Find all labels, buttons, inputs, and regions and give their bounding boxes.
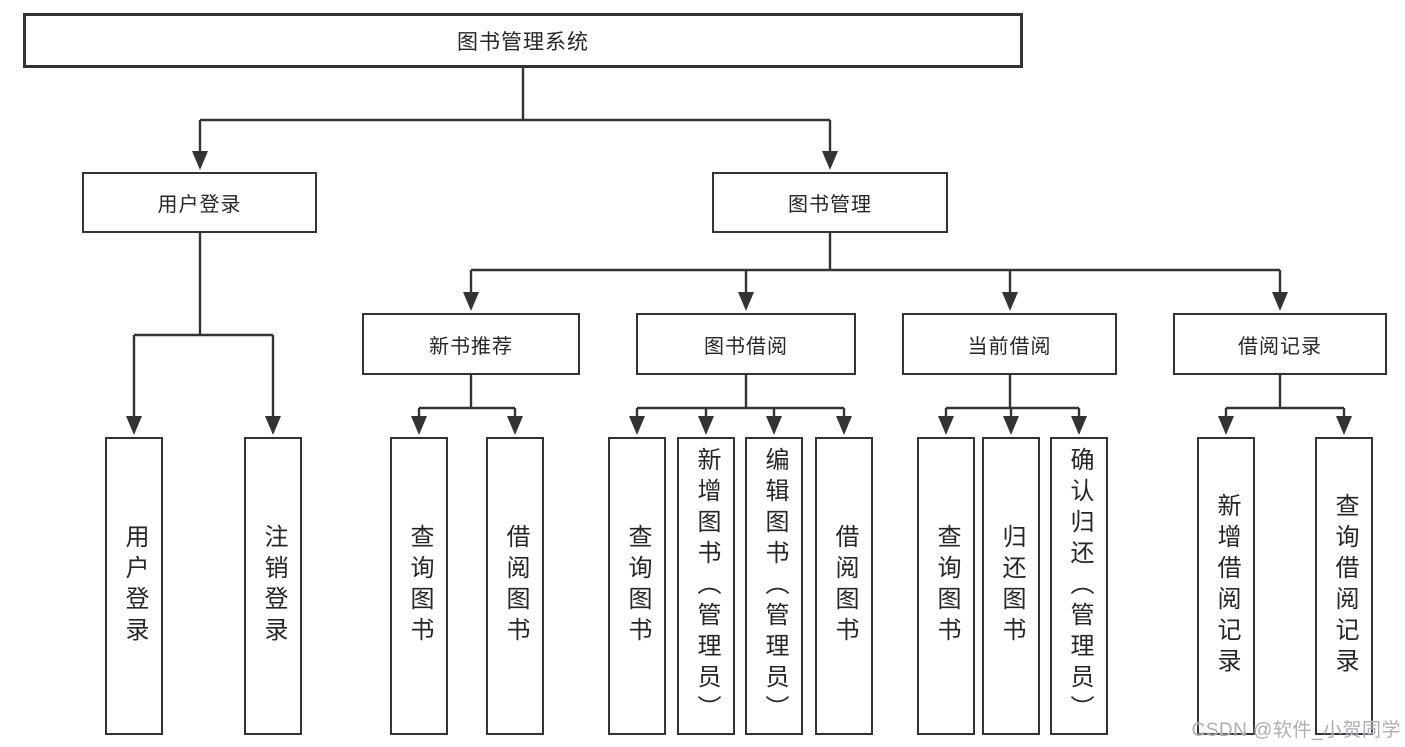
node-library-management-system: 图书管理系统 (23, 13, 1023, 68)
leaf-query-borrow-record: 查询借阅记录 (1315, 437, 1373, 735)
leaf-add-borrow-record: 新增借阅记录 (1197, 437, 1255, 735)
leaf-borrow-books: 借阅图书 (815, 437, 873, 735)
node-book-management: 图书管理 (712, 172, 948, 233)
node-current-borrowing: 当前借阅 (902, 313, 1117, 375)
leaf-borrow-books-recommend: 借阅图书 (486, 437, 544, 735)
node-user-login: 用户登录 (82, 172, 317, 233)
node-new-book-recommendation: 新书推荐 (362, 313, 580, 375)
leaf-query-books-recommend: 查询图书 (390, 437, 448, 735)
node-book-borrowing: 图书借阅 (636, 313, 856, 375)
leaf-return-books: 归还图书 (982, 437, 1040, 735)
leaf-confirm-return-admin: 确认归还（管理员） (1050, 437, 1108, 735)
leaf-edit-books-admin: 编辑图书（管理员） (745, 437, 803, 735)
node-borrowing-records: 借阅记录 (1173, 313, 1387, 375)
leaf-user-login: 用户登录 (105, 437, 163, 735)
leaf-query-books-current: 查询图书 (917, 437, 975, 735)
leaf-query-books-borrow: 查询图书 (608, 437, 666, 735)
leaf-add-books-admin: 新增图书（管理员） (677, 437, 735, 735)
csdn-watermark: CSDN @软件_小贺同学 (1191, 720, 1401, 741)
leaf-logout: 注销登录 (244, 437, 302, 735)
